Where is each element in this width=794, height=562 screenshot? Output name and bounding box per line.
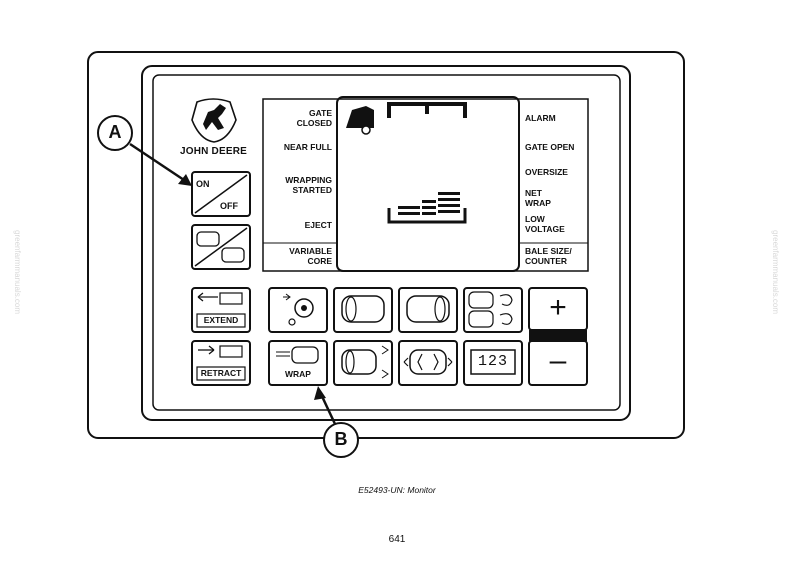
variable-core-toggle-button[interactable] — [191, 224, 251, 270]
bale-button-2[interactable] — [398, 287, 458, 333]
spiral-icon — [499, 294, 513, 306]
callout-a — [97, 115, 192, 186]
minus-label: – — [549, 344, 567, 377]
wrap-cycle-button[interactable] — [463, 287, 523, 333]
monitor-bezel-inner — [152, 74, 621, 411]
extend-label: EXTEND — [203, 315, 239, 325]
bale-gate-icon — [346, 106, 374, 135]
spiral-icon — [499, 313, 513, 325]
bale-size-adjust-button[interactable] — [333, 340, 393, 386]
plus-label: + — [549, 291, 567, 324]
label-alarm: ALARM — [525, 113, 556, 123]
bale-icon — [468, 310, 494, 328]
cylinder-icon — [219, 292, 243, 305]
bale-icon — [221, 247, 245, 263]
arrow-right-icon — [198, 345, 215, 355]
john-deere-logo — [191, 98, 237, 143]
bale-icon — [291, 346, 319, 364]
on-label: ON — [196, 179, 210, 189]
extend-button[interactable] — [191, 287, 251, 333]
label-oversize: OVERSIZE — [525, 167, 568, 177]
on-off-button[interactable] — [191, 171, 251, 217]
net-icon — [276, 351, 290, 357]
callout-b — [314, 386, 359, 458]
bale-icon — [341, 295, 385, 323]
retract-button[interactable] — [191, 340, 251, 386]
bale-diameter-button[interactable] — [398, 340, 458, 386]
label-eject: EJECT — [304, 220, 332, 230]
wrap-button[interactable] — [268, 340, 328, 386]
bale-chamber-icon — [387, 192, 467, 224]
retract-label: RETRACT — [200, 368, 242, 378]
bale-size-bar-icon — [387, 102, 467, 118]
callout-b-label: B — [334, 429, 348, 449]
label-variable-core: VARIABLE CORE — [289, 246, 332, 266]
arrows-icon — [403, 357, 453, 367]
minus-button[interactable] — [528, 340, 588, 386]
label-net-wrap: NET WRAP — [525, 188, 551, 208]
cylinder-icon — [219, 345, 243, 358]
bale-icon — [468, 291, 494, 309]
bale-icon — [196, 231, 220, 247]
bale-icon — [406, 295, 450, 323]
label-wrapping-started: WRAPPING STARTED — [285, 175, 332, 195]
monitor-housing — [87, 51, 685, 439]
twine-roll-icon — [294, 298, 314, 318]
bale-button-1[interactable] — [333, 287, 393, 333]
label-gate-open: GATE OPEN — [525, 142, 575, 152]
page-number: 641 — [388, 534, 406, 545]
arrow-left-icon — [197, 292, 218, 302]
bale-icon — [341, 349, 377, 375]
watermark-right: greenfarmmanuals.com — [771, 230, 780, 315]
bale-icon — [409, 349, 447, 375]
monitor-bezel-outer — [141, 65, 631, 421]
figure-caption: E52493-UN: Monitor — [358, 485, 436, 495]
lcd-screen — [336, 96, 520, 272]
plus-minus-divider — [529, 330, 587, 341]
label-low-voltage: LOW VOLTAGE — [525, 214, 565, 234]
label-bale-size-counter: BALE SIZE/ COUNTER — [525, 246, 572, 266]
label-near-full: NEAR FULL — [283, 142, 332, 152]
callout-a-label: A — [108, 122, 122, 142]
counter-digits: 123 — [477, 353, 508, 370]
off-label: OFF — [220, 201, 238, 211]
brand-name: JOHN DEERE — [180, 146, 248, 157]
wrap-label: WRAP — [285, 369, 311, 379]
twine-arm-button[interactable] — [268, 287, 328, 333]
counter-button[interactable] — [463, 340, 523, 386]
counter-display — [470, 349, 516, 375]
label-gate-closed: GATE CLOSED — [296, 108, 332, 128]
watermark-left: greenfarmmanuals.com — [13, 230, 22, 315]
